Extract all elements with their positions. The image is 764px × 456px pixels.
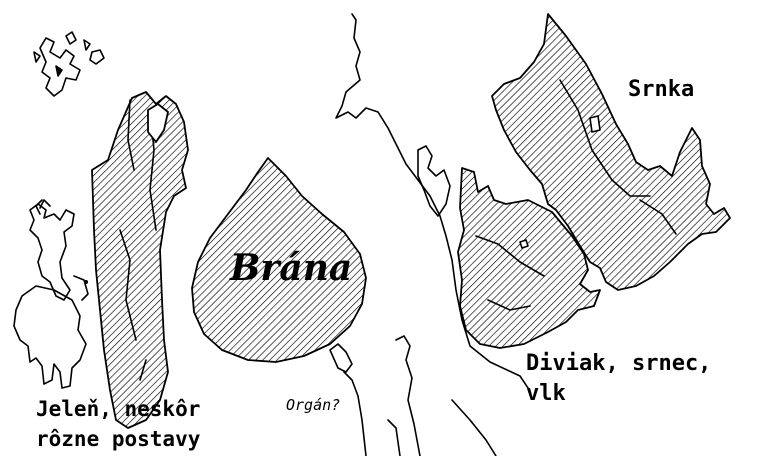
label-srnka: Srnka bbox=[628, 77, 694, 102]
label-jelen-line1: Jeleň, neskôr bbox=[36, 397, 200, 421]
label-diviak-line1: Diviak, srnec, bbox=[526, 351, 711, 376]
top-left-fragments bbox=[34, 32, 104, 96]
left-column-region bbox=[92, 92, 188, 428]
left-figures bbox=[14, 200, 88, 388]
label-jelen-line2: rôzne postavy bbox=[36, 427, 201, 451]
label-brana: Brána bbox=[229, 247, 352, 289]
label-diviak-line2: vlk bbox=[526, 381, 566, 406]
label-organ: Orgán? bbox=[286, 396, 340, 414]
